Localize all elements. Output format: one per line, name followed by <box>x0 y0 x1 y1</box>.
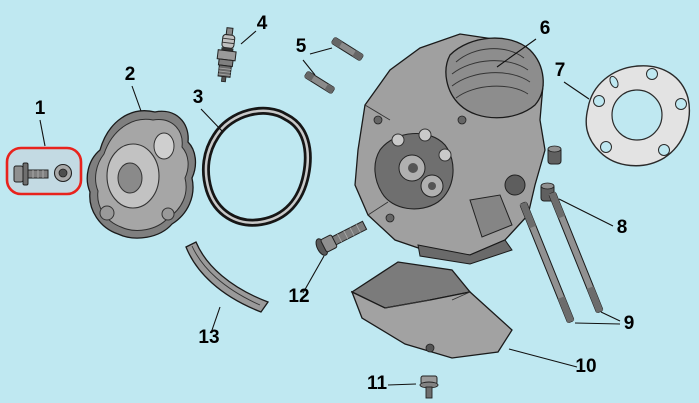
leader-line-9b <box>574 322 621 325</box>
part-10-shield-plate[interactable] <box>350 261 513 359</box>
leader-line-13 <box>210 306 221 334</box>
part-9-long-studs[interactable] <box>519 191 604 323</box>
leader-line-8 <box>558 198 614 227</box>
part-4-spark-plug[interactable] <box>214 27 238 83</box>
leader-line-4 <box>240 30 257 45</box>
callout-12[interactable]: 12 <box>288 286 309 307</box>
part-3-cover-gasket[interactable] <box>201 106 312 227</box>
callout-6[interactable]: 6 <box>540 18 551 39</box>
callout-10[interactable]: 10 <box>575 356 596 377</box>
part-5-studs[interactable] <box>304 37 364 94</box>
leader-line-5b <box>302 59 316 76</box>
callout-13[interactable]: 13 <box>198 327 219 348</box>
callout-3[interactable]: 3 <box>193 87 204 108</box>
part-1-bolt-and-washer[interactable] <box>13 162 73 186</box>
leader-line-5a <box>309 47 333 55</box>
leader-line-12 <box>302 255 325 294</box>
callout-4[interactable]: 4 <box>257 13 268 34</box>
callout-1[interactable]: 1 <box>35 98 46 119</box>
leader-line-3 <box>200 108 224 133</box>
leader-line-11 <box>387 383 417 386</box>
part-2-head-cover[interactable] <box>86 110 197 239</box>
callout-9[interactable]: 9 <box>624 313 635 334</box>
leader-line-1 <box>39 119 46 147</box>
leader-line-10 <box>508 348 578 368</box>
part-13-tube[interactable] <box>185 241 270 313</box>
leader-line-2 <box>131 85 142 112</box>
callout-7[interactable]: 7 <box>555 60 566 81</box>
leader-line-9a <box>600 311 621 322</box>
leader-line-6 <box>496 38 537 68</box>
callout-5[interactable]: 5 <box>296 36 307 57</box>
callout-11[interactable]: 11 <box>367 373 388 394</box>
callout-2[interactable]: 2 <box>125 64 136 85</box>
part-6-cylinder-head[interactable] <box>354 33 546 265</box>
leader-line-7 <box>563 81 590 100</box>
part-7-head-gasket[interactable] <box>585 65 690 167</box>
callout-8[interactable]: 8 <box>617 217 628 238</box>
part-11-shield-bolt[interactable] <box>419 375 439 399</box>
part-12-flange-bolt[interactable] <box>314 217 369 257</box>
